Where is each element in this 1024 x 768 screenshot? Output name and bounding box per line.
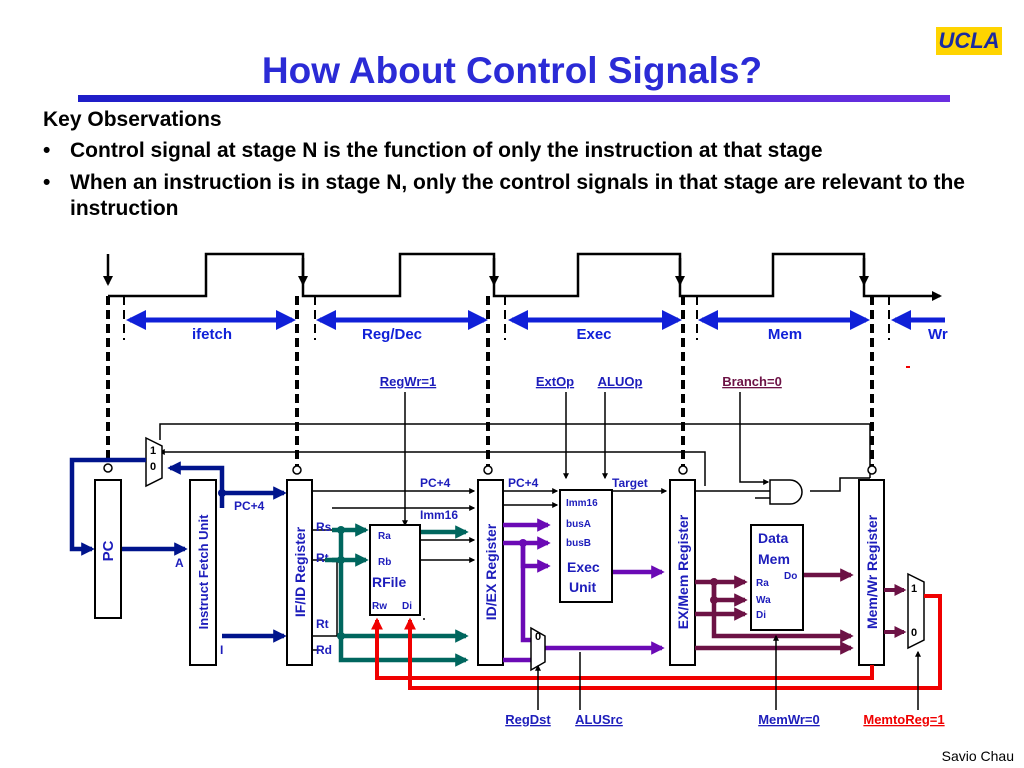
rfile-port: Di xyxy=(402,601,412,612)
rfile-port: Rw xyxy=(372,601,387,612)
exec-name: Unit xyxy=(569,579,597,595)
instruction-fetch-unit: Instruct Fetch Unit A I xyxy=(175,479,223,666)
bullet-dot: • xyxy=(43,139,51,162)
control-signal-label: MemWr=0 xyxy=(758,712,820,727)
branch-target-loop xyxy=(158,423,871,492)
datamem-port: Wa xyxy=(756,595,771,606)
control-signal-label: MemtoReg=1 xyxy=(863,712,944,727)
memtoreg-mux: 1 0 xyxy=(884,572,925,650)
exec-unit: Imm16 busA busB Exec Unit xyxy=(559,489,613,603)
bullet-dot: • xyxy=(43,171,51,194)
datamem-port: Ra xyxy=(756,578,769,589)
ifu-label: Instruct Fetch Unit xyxy=(196,514,211,630)
control-signal-label: ALUOp xyxy=(598,374,643,389)
register-label: EX/Mem Register xyxy=(675,514,691,629)
field-label: Rd xyxy=(316,643,332,657)
register-label: Mem/Wr Register xyxy=(864,514,880,629)
rfile-port: Ra xyxy=(378,531,391,542)
pc-mux: 1 0 xyxy=(145,436,163,488)
ucla-logo: UCLA xyxy=(936,27,1002,55)
control-signal-label: Branch=0 xyxy=(722,374,782,389)
alusrc-mux: 0 xyxy=(530,626,546,672)
pc4-label: PC+4 xyxy=(420,476,451,490)
author-credit: Savio Chau xyxy=(941,748,1014,764)
exec-name: Exec xyxy=(567,559,600,575)
junction-dot xyxy=(519,539,527,547)
clock-tap xyxy=(103,463,113,473)
control-signal-wires-bottom xyxy=(535,634,921,710)
mux-input-label: 0 xyxy=(150,461,156,473)
field-label: Rs xyxy=(316,520,332,534)
imm16-label: Imm16 xyxy=(420,508,458,522)
bullet-list: • Control signal at stage N is the functi… xyxy=(43,138,1003,222)
red-paths xyxy=(371,594,942,690)
register-file: Ra Rb RFile Rw Di xyxy=(369,524,421,616)
pc-label: PC xyxy=(100,540,117,561)
control-signal-label: ALUSrc xyxy=(575,712,623,727)
exec-port: busA xyxy=(566,519,591,530)
mux-input-label: 1 xyxy=(911,583,917,595)
control-signal-wires-top xyxy=(402,392,770,527)
pc4-label: PC+4 xyxy=(234,499,265,513)
slide-body: Key Observations • Control signal at stag… xyxy=(43,108,1003,228)
stage-label: Mem xyxy=(768,326,802,343)
key-observations-heading: Key Observations xyxy=(43,108,222,131)
ifu-port-i: I xyxy=(220,643,223,657)
ex-mem-register xyxy=(669,479,696,666)
branch-and-gate xyxy=(755,479,803,505)
slide-title: How About Control Signals? xyxy=(261,50,763,91)
register-label: ID/EX Register xyxy=(483,523,499,620)
mux-input-label: 0 xyxy=(911,627,917,639)
control-signals-bottom: RegDst ALUSrc MemWr=0 MemtoReg=1 xyxy=(505,712,944,727)
target-label: Target xyxy=(612,476,648,490)
junction-dot xyxy=(710,596,718,604)
purple-paths xyxy=(503,518,665,663)
mux-input-label: 1 xyxy=(150,445,156,457)
stage-label: Reg/Dec xyxy=(362,326,422,343)
red-tick xyxy=(906,366,910,368)
bullet-item: • When an instruction is in stage N, only… xyxy=(43,170,1003,222)
data-memory: Data Mem Ra Wa Di Do xyxy=(750,524,804,631)
pc-register: PC xyxy=(94,479,122,619)
junction-dot xyxy=(337,632,345,640)
signal-labels: PC+4 PC+4 PC+4 Imm16 Target Rs Rt Rt Rd xyxy=(234,476,648,657)
control-signal-label: RegDst xyxy=(505,712,551,727)
junction-dot xyxy=(710,578,718,586)
stage-label: Wr xyxy=(928,326,948,343)
exec-port: Imm16 xyxy=(566,498,598,509)
control-signals-top: RegWr=1 ExtOp ALUOp Branch=0 xyxy=(380,374,782,389)
datamem-name: Data xyxy=(758,530,789,546)
mux-input-label: 0 xyxy=(535,631,541,643)
exec-port: busB xyxy=(566,538,591,549)
datamem-name: Mem xyxy=(758,551,790,567)
junction-dot xyxy=(337,556,345,564)
control-signal-label: ExtOp xyxy=(536,374,574,389)
ifu-port-a: A xyxy=(175,556,184,570)
junction-dot xyxy=(337,526,345,534)
stage-label: ifetch xyxy=(192,326,232,343)
stage-label: Exec xyxy=(576,326,611,343)
rfile-name: RFile xyxy=(372,574,406,590)
control-signal-label: RegWr=1 xyxy=(380,374,436,389)
bullet-text: Control signal at stage N is the functio… xyxy=(70,139,823,162)
title-rule xyxy=(78,95,950,102)
stage-labels: ifetch Reg/Dec Exec Mem Wr xyxy=(126,310,948,343)
clock-waveform xyxy=(103,252,942,301)
rfile-port: Rb xyxy=(378,557,391,568)
pc4-label: PC+4 xyxy=(508,476,539,490)
id-ex-register xyxy=(477,479,504,666)
stage-boundaries xyxy=(106,296,890,470)
register-label: IF/ID Register xyxy=(292,526,308,617)
junction-dot xyxy=(218,489,226,497)
bullet-text: When an instruction is in stage N, only … xyxy=(70,171,965,220)
pipeline-registers: IF/ID Register ID/EX Register EX/Mem Reg… xyxy=(286,465,885,666)
datamem-port: Di xyxy=(756,610,766,621)
field-label: Rt xyxy=(316,617,329,631)
datamem-port: Do xyxy=(784,571,797,582)
if-id-register xyxy=(286,479,313,666)
bullet-item: • Control signal at stage N is the functi… xyxy=(43,138,1003,164)
